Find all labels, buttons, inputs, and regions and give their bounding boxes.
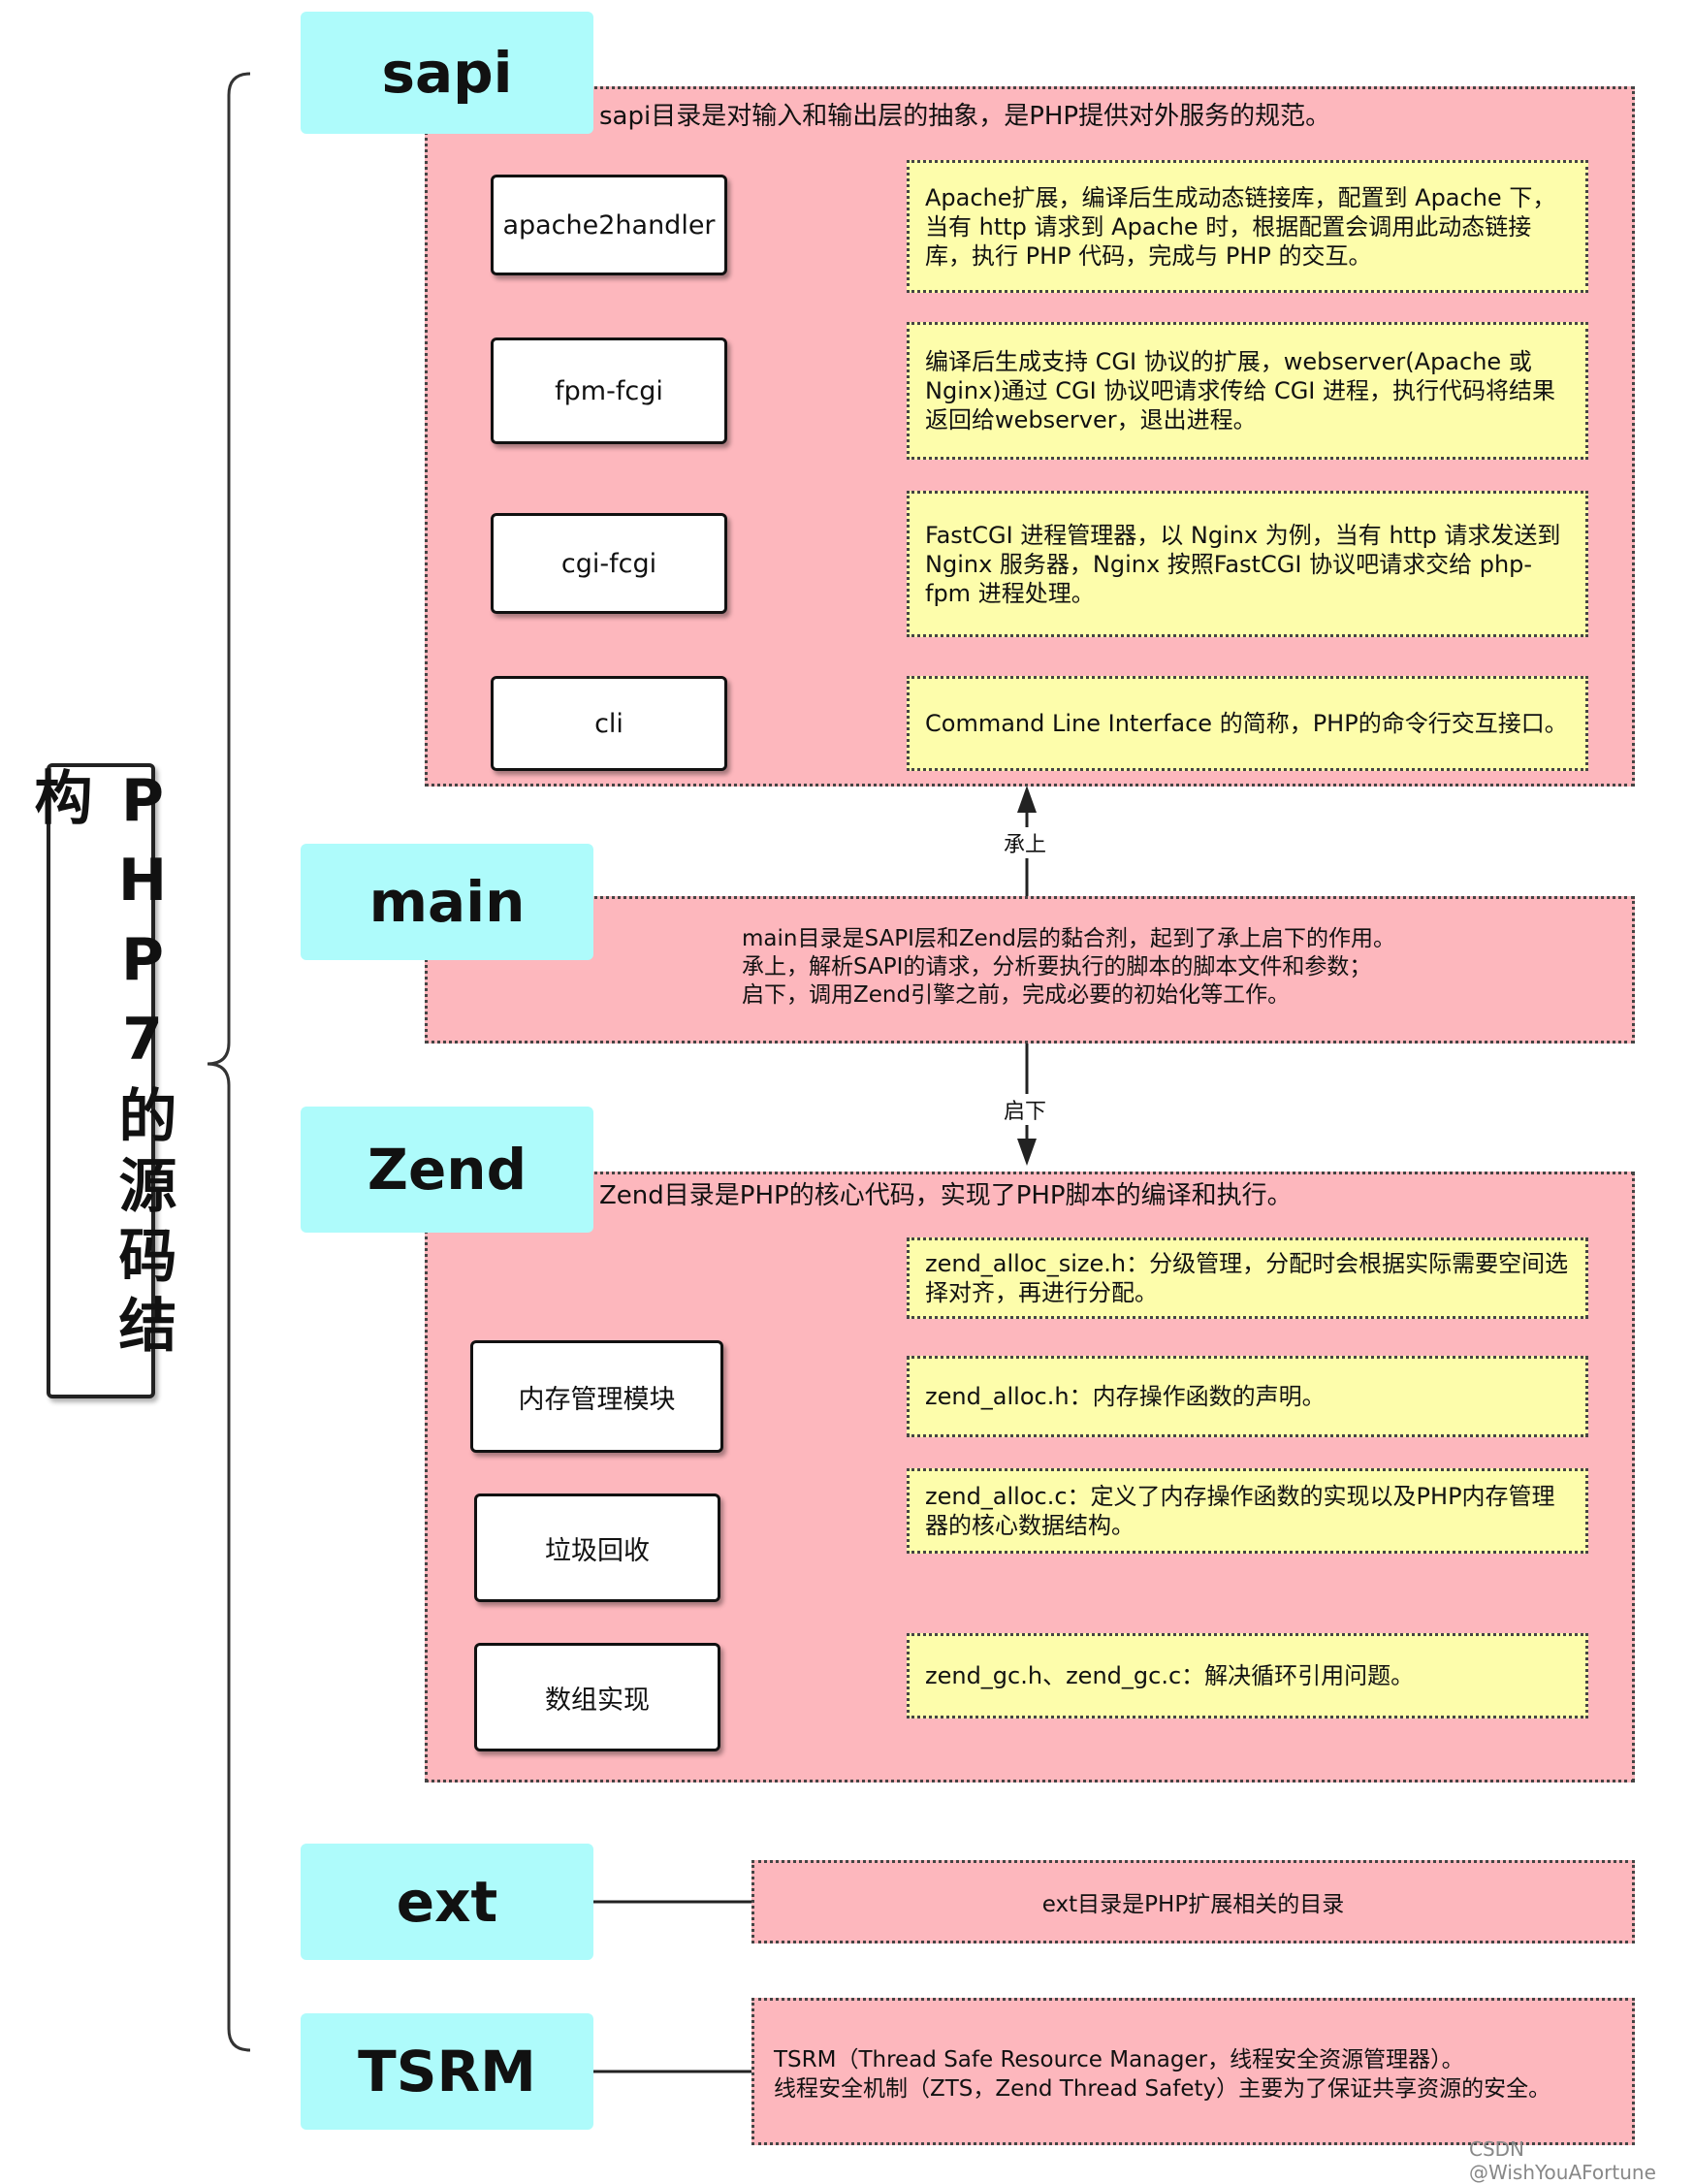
- sapi-item-cgi-fcgi: cgi-fcgi: [491, 513, 727, 614]
- ext-header: ext: [301, 1844, 593, 1960]
- zend-note-alloc-c: zend_alloc.c：定义了内存操作函数的实现以及PHP内存管理器的核心数据…: [907, 1468, 1588, 1554]
- main-title: PHP7的源码结构: [24, 767, 176, 1365]
- main-description: main目录是SAPI层和Zend层的黏合剂，起到了承上启下的作用。 承上，解析…: [742, 925, 1395, 1010]
- zend-note-gc: zend_gc.h、zend_gc.c：解决循环引用问题。: [907, 1633, 1588, 1718]
- brace: [207, 72, 251, 2052]
- arrow-up-label: 承上: [1002, 827, 1049, 858]
- main-line-3: 启下，调用Zend引擎之前，完成必要的初始化等工作。: [742, 982, 1291, 1008]
- arrow-down: [1017, 1139, 1037, 1166]
- sapi-note-fpm-fcgi: 编译后生成支持 CGI 协议的扩展，webserver(Apache 或 Ngi…: [907, 322, 1588, 460]
- tsrm-header: TSRM: [301, 2013, 593, 2130]
- main-line-2: 承上，解析SAPI的请求，分析要执行的脚本的脚本文件和参数；: [742, 954, 1372, 980]
- tsrm-line-1: TSRM（Thread Safe Resource Manager，线程安全资源…: [774, 2047, 1464, 2072]
- main-panel: [425, 896, 1635, 1044]
- sapi-note-cgi-fcgi: FastCGI 进程管理器，以 Nginx 为例，当有 http 请求发送到 N…: [907, 491, 1588, 637]
- sapi-note-cli: Command Line Interface 的简称，PHP的命令行交互接口。: [907, 676, 1588, 771]
- zend-note-alloc-size: zend_alloc_size.h：分级管理，分配时会根据实际需要空间选择对齐，…: [907, 1237, 1588, 1319]
- main-line-1: main目录是SAPI层和Zend层的黏合剂，起到了承上启下的作用。: [742, 926, 1395, 951]
- zend-module-array: 数组实现: [474, 1643, 720, 1751]
- sapi-description: sapi目录是对输入和输出层的抽象，是PHP提供对外服务的规范。: [599, 102, 1331, 131]
- sapi-header: sapi: [301, 12, 593, 134]
- sapi-item-apache2handler: apache2handler: [491, 175, 727, 275]
- zend-description: Zend目录是PHP的核心代码，实现了PHP脚本的编译和执行。: [599, 1181, 1293, 1210]
- main-header: main: [301, 844, 593, 960]
- ext-description: ext目录是PHP扩展相关的目录: [751, 1860, 1635, 1943]
- tsrm-line-2: 线程安全机制（ZTS，Zend Thread Safety）主要为了保证共享资源…: [774, 2076, 1551, 2102]
- sapi-note-apache2handler: Apache扩展，编译后生成动态链接库，配置到 Apache 下，当有 http…: [907, 160, 1588, 293]
- zend-note-alloc-h: zend_alloc.h：内存操作函数的声明。: [907, 1356, 1588, 1437]
- tsrm-panel: TSRM（Thread Safe Resource Manager，线程安全资源…: [751, 1998, 1635, 2145]
- zend-module-memory: 内存管理模块: [470, 1340, 723, 1453]
- arrow-up: [1017, 786, 1037, 813]
- zend-module-gc: 垃圾回收: [474, 1493, 720, 1602]
- watermark: CSDN @WishYouAFortune: [1469, 2137, 1656, 2184]
- sapi-item-fpm-fcgi: fpm-fcgi: [491, 337, 727, 444]
- arrow-down-label: 启下: [1002, 1094, 1049, 1125]
- sapi-item-cli: cli: [491, 676, 727, 771]
- zend-header: Zend: [301, 1107, 593, 1233]
- main-title-box: PHP7的源码结构: [24, 763, 176, 1398]
